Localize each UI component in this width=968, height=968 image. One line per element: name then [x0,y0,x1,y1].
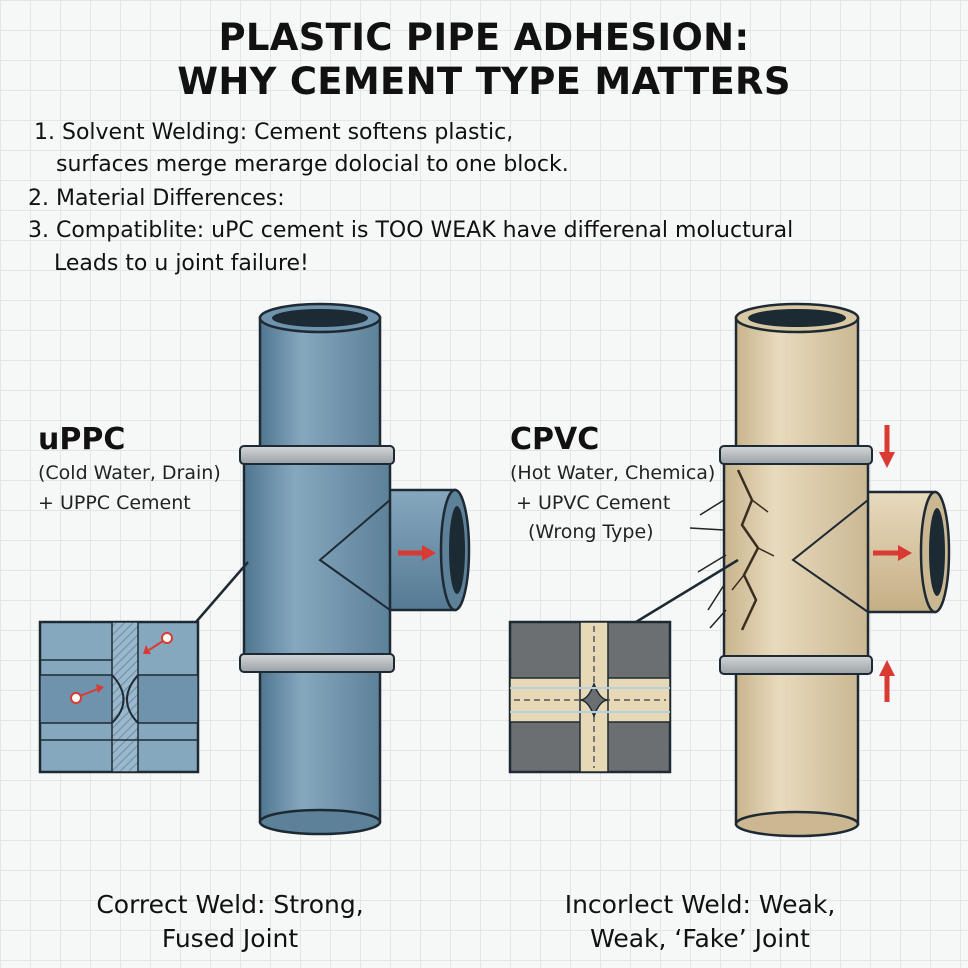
cpvc-cement-note: (Wrong Type) [528,521,654,543]
uppc-tee-pipe [195,302,471,836]
point-1-line-2: surfaces merge merarge dolocial to one b… [56,152,569,177]
uppc-use-label: (Cold Water, Drain) [38,462,221,484]
point-3-line-2: Leads to u joint failure! [54,251,309,276]
cpvc-weld-closeup [508,620,672,774]
cpvc-caption-line-2: Weak, ‘Fake’ Joint [590,924,810,953]
point-3-line-1: 3. Compatiblite: uPC cement is TOO WEAK … [28,218,794,243]
point-1-line-1: 1. Solvent Welding: Cement softens plast… [34,120,514,145]
uppc-caption-line-2: Fused Joint [161,924,299,953]
uppc-weld-closeup [38,620,200,774]
cpvc-tee-pipe [635,302,951,838]
point-2: 2. Material Differences: [28,186,285,211]
cpvc-label: CPVC [510,422,600,457]
diagram-title-line-1: PLASTIC PIPE ADHESION: [218,16,750,59]
uppc-label: uPPC [38,422,126,457]
cpvc-use-label: (Hot Water, Chemica) [510,462,716,484]
cpvc-cement-label: + UPVC Cement [516,492,671,514]
uppc-caption-line-1: Correct Weld: Strong, [96,890,364,919]
cpvc-caption-line-1: Incorlect Weld: Weak, [564,890,836,919]
uppc-cement-label: + UPPC Cement [38,492,191,514]
diagram-title-line-2: WHY CEMENT TYPE MATTERS [177,60,791,103]
